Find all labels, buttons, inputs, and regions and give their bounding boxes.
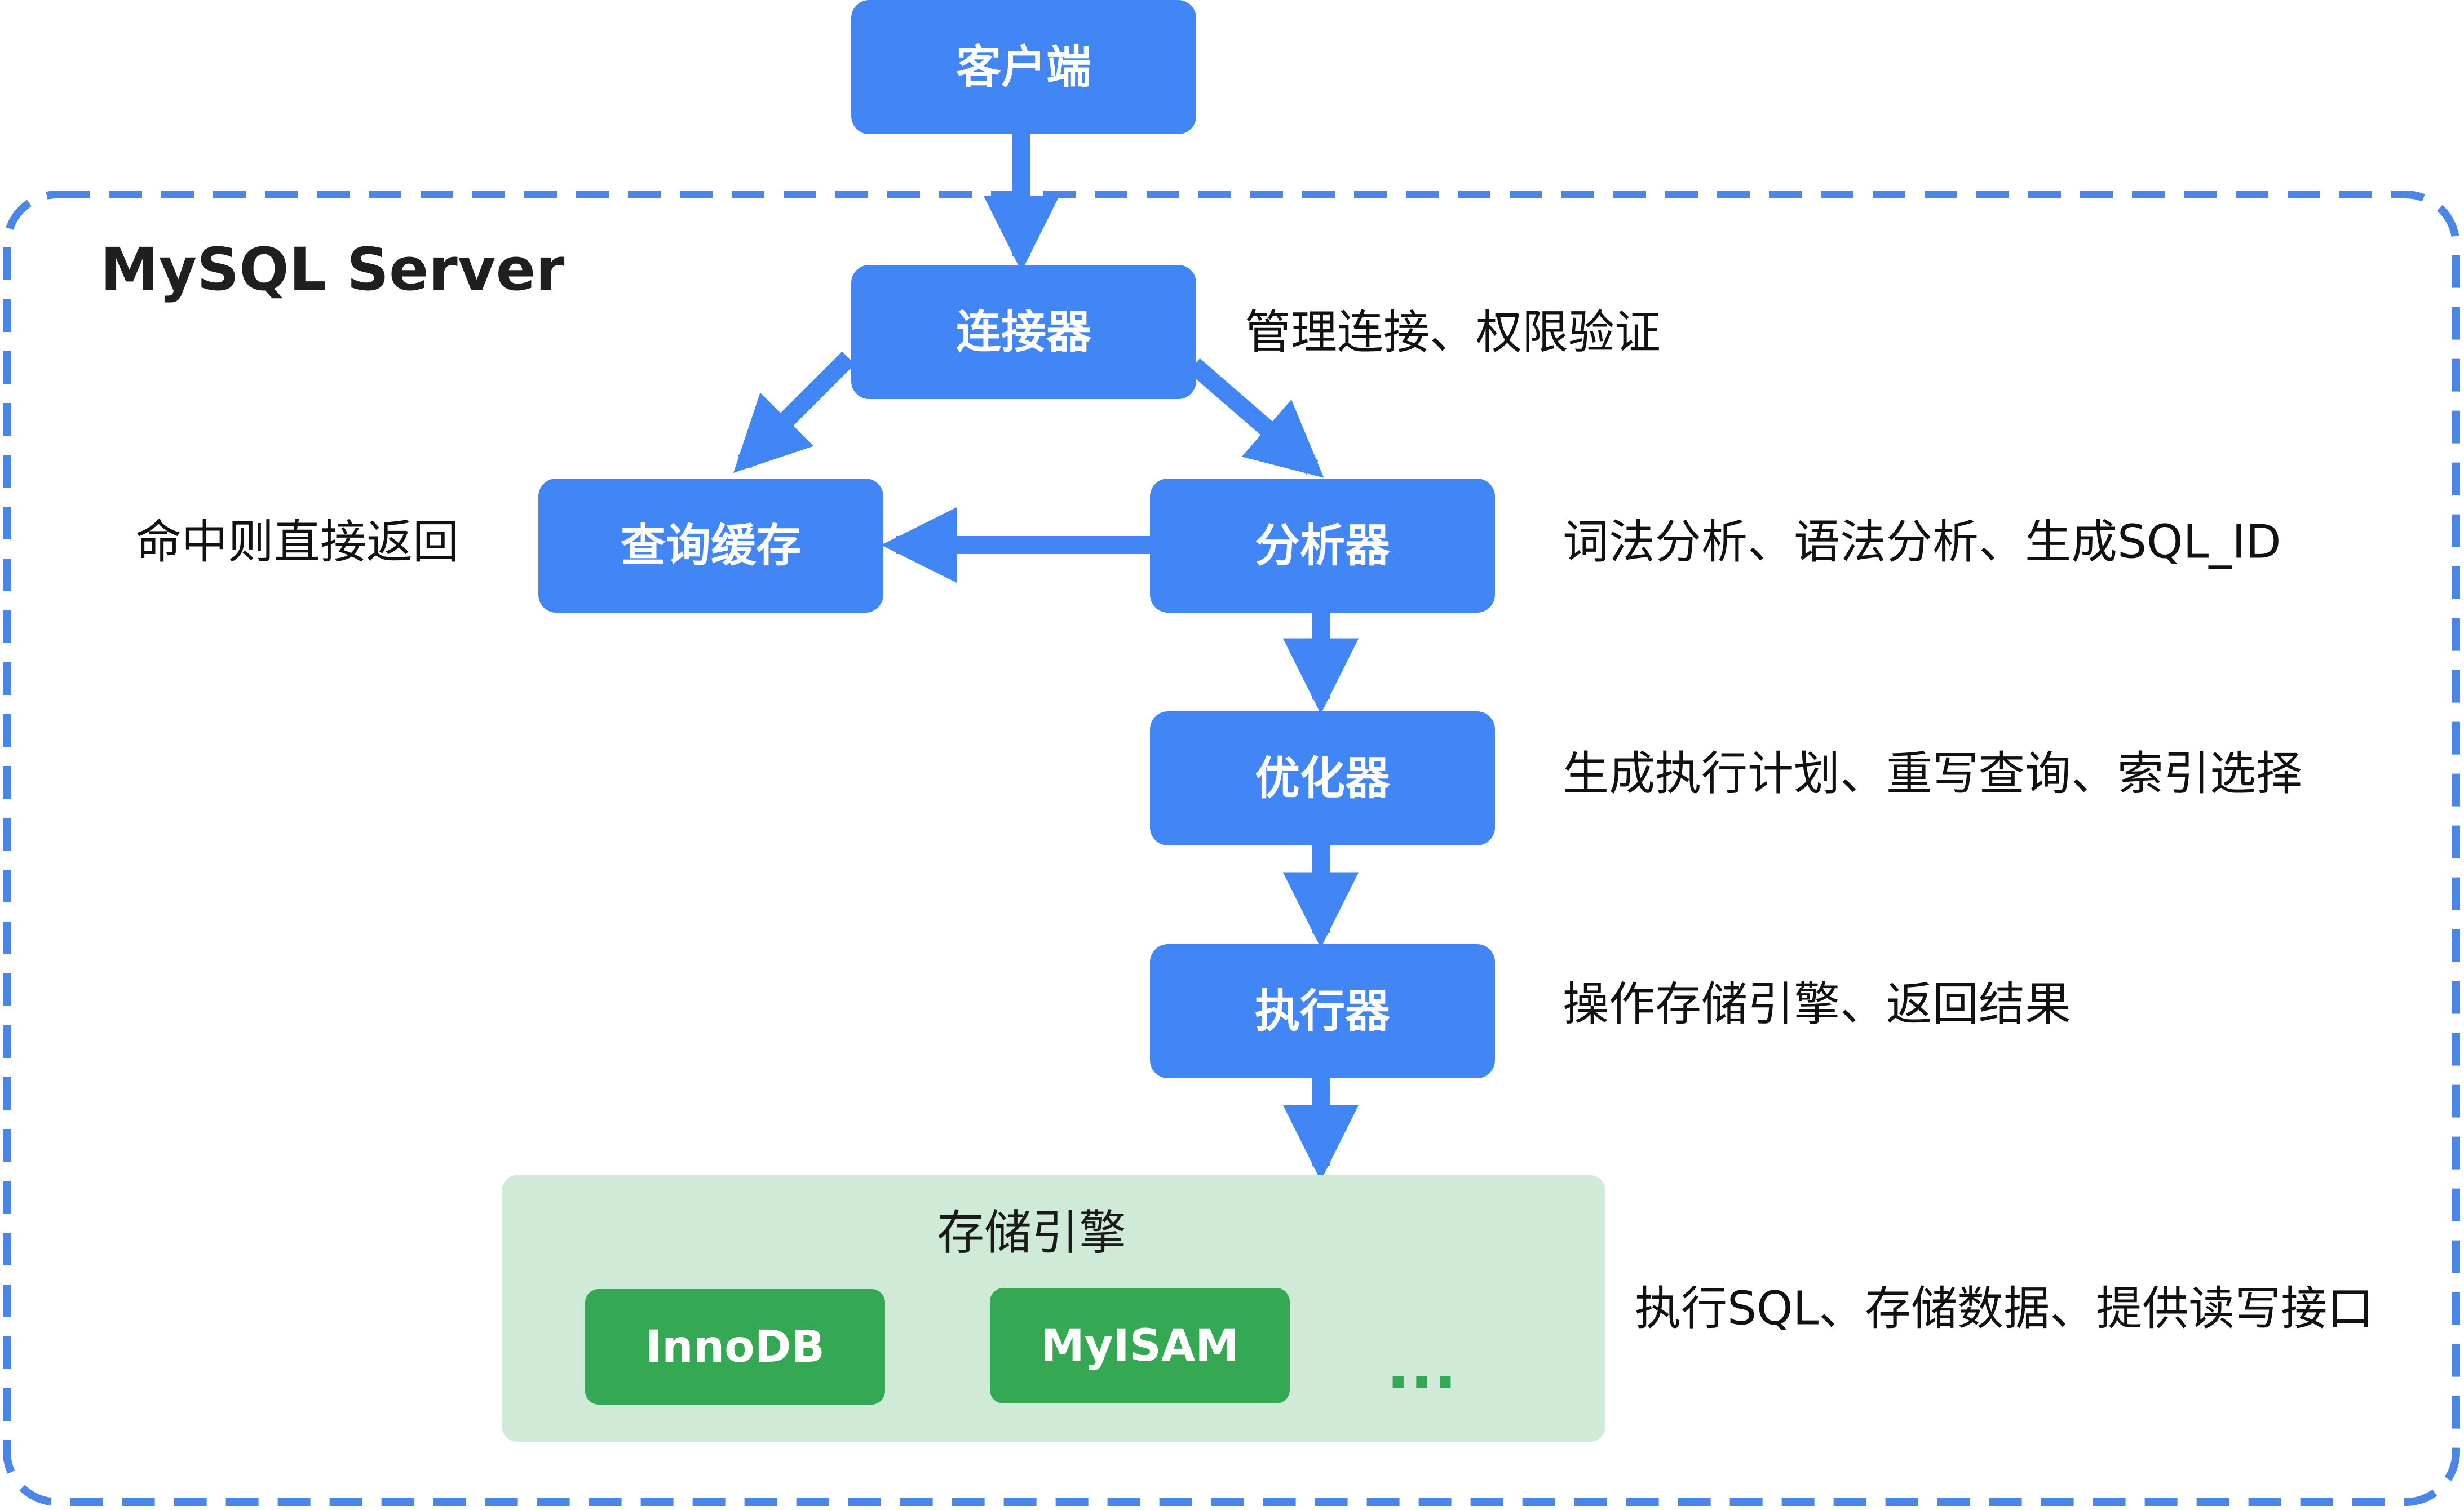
engine-myisam: MyISAM xyxy=(990,1288,1290,1403)
note-query-cache: 命中则直接返回 xyxy=(135,516,459,569)
note-executor: 操作存储引擎、返回结果 xyxy=(1563,978,2071,1031)
note-storage: 执行SQL、存储数据、提供读写接口 xyxy=(1635,1282,2373,1336)
node-executor-label: 执行器 xyxy=(1255,985,1391,1038)
node-optimizer-label: 优化器 xyxy=(1255,752,1391,805)
node-optimizer: 优化器 xyxy=(1150,711,1495,845)
storage-engine-title: 存储引擎 xyxy=(937,1205,1126,1260)
arrow-connector-to-analyzer xyxy=(1188,358,1324,478)
mysql-server-boundary xyxy=(3,191,2460,1506)
node-connector-label: 连接器 xyxy=(956,306,1092,358)
node-query-cache: 查询缓存 xyxy=(538,479,883,613)
node-client-label: 客户端 xyxy=(956,41,1091,94)
mysql-server-title: MySQL Server xyxy=(100,235,564,304)
storage-engine-area: 存储引擎 InnoDB MyISAM ... xyxy=(502,1175,1605,1442)
note-connector: 管理连接、权限验证 xyxy=(1245,306,1661,360)
node-query-cache-label: 查询缓存 xyxy=(621,520,801,572)
node-analyzer: 分析器 xyxy=(1150,479,1495,613)
node-client: 客户端 xyxy=(851,0,1196,134)
engine-more-ellipsis: ... xyxy=(1386,1330,1457,1402)
note-analyzer: 词法分析、语法分析、生成SQL_ID xyxy=(1563,516,2281,569)
arrow-connector-to-query-cache xyxy=(733,351,855,473)
node-analyzer-label: 分析器 xyxy=(1255,520,1391,572)
engine-innodb-label: InnoDB xyxy=(645,1322,825,1372)
node-connector: 连接器 xyxy=(851,265,1196,399)
node-executor: 执行器 xyxy=(1150,944,1495,1078)
engine-myisam-label: MyISAM xyxy=(1041,1321,1239,1371)
note-optimizer: 生成执行计划、重写查询、索引选择 xyxy=(1563,747,2302,801)
engine-innodb: InnoDB xyxy=(585,1289,885,1405)
